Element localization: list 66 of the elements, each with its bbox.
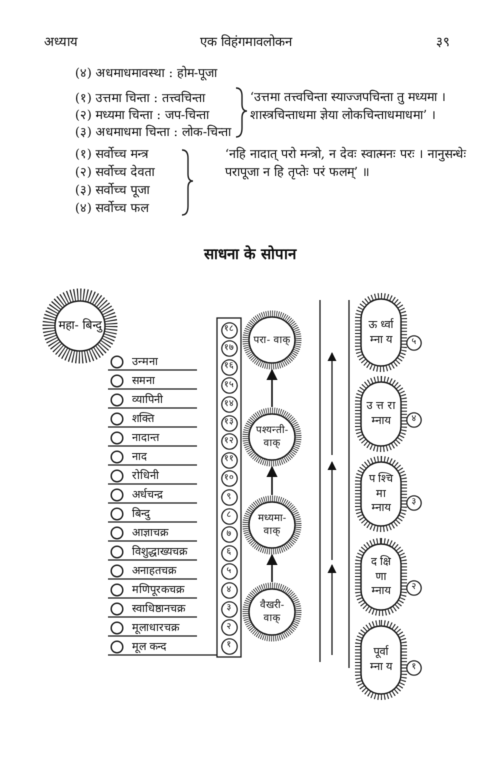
radiant-circle: मध्यमा- वाक् [242,495,302,555]
text-line: (४) सर्वोच्च फल [75,199,149,216]
number-circle: ७ [220,526,238,544]
arrow [266,368,278,407]
list-label: रोधिनी [132,468,159,484]
list-label: मूलाधारचक्र [132,620,179,636]
number-circle: ९ [220,488,238,506]
list-label: अनाहतचक्र [132,563,176,578]
list-label: मणिपूरकचक्र [132,582,184,598]
number-circle: १० [220,470,238,488]
list-label: व्यापिनी [132,392,163,408]
number-circle: ५ [406,335,422,351]
heading: साधना के सोपान [202,244,298,263]
arrow [266,466,278,495]
list-label: उन्मना [132,354,158,370]
radiant-circle: वैखरी- वाक् [242,582,302,642]
number-circle: १६ [220,358,238,376]
number-circle: २ [406,580,422,596]
arrow [266,554,278,582]
list-label: आज्ञाचक्र [132,525,168,540]
text-line: (३) सर्वोच्च पूजा [75,181,150,198]
number-circle: १ [406,660,422,676]
running-header: एक विहंगमावलोकन [200,34,292,52]
verse: ‘नहि नादात् परो मन्त्रो, न देवः स्वात्मनः परः । नानुसन्धेः परापूजा न हि तृप्तेः परं फलम्’ ॥ [225,145,468,180]
running-header: अध्याय [44,34,78,52]
number-circle: १५ [220,377,238,394]
radiant-capsule: ऊ र्ध्वा म्ना य [355,293,407,372]
number-circle: १४ [220,396,238,413]
text-line: (२) सर्वोच्च देवता [75,163,155,180]
list-label: बिन्दु [132,506,150,522]
list-label: नाद [132,449,147,464]
number-circle: १३ [220,414,238,432]
number-circle: १७ [220,340,238,358]
radiant-circle: महा- बिन्दु [42,288,118,364]
number-circle: २ [220,619,238,636]
number-circle: ४ [406,412,422,428]
verse: ‘उत्तमा तत्त्वचिन्ता स्याज्जपचिन्ता तु मध्यमा । शास्त्रचिन्ताधमा ज्ञेया लोकचिन्ताधमाधमा’ । [250,88,447,123]
list-label: अर्धचन्द्र [132,487,163,502]
number-circle: ८ [220,508,238,524]
list-label: नादान्त [132,430,159,446]
number-circle: १८ [220,322,238,338]
radiant-capsule: उ त्त रा म्नाय [355,376,407,452]
number-circle: ३ [220,600,238,618]
radiant-circle: पश्यन्ती- वाक् [242,407,302,467]
radiant-circle: परा- वाक् [242,310,302,370]
list-label: स्वाधिष्ठानचक्र [132,601,185,616]
text-line: (१) सर्वोच्च मन्त्र [75,145,149,162]
text-line: (१) उत्तमा चिन्ता : तत्त्वचिन्ता [75,89,205,106]
number-circle: ६ [220,544,238,562]
number-circle: १२ [220,433,238,450]
text-line: (३) अधमाधमा चिन्ता : लोक-चिन्ता [75,123,232,140]
list-label: विशुद्धाख्यचक्र [132,544,187,560]
number-circle: ११ [220,452,238,469]
list-label: मूल कन्द [132,639,166,654]
number-circle: ४ [220,582,238,599]
number-circle: ५ [220,563,238,580]
text-line: (२) मध्यमा चिन्ता : जप-चिन्ता [75,106,210,124]
text-line: (४) अधमाधमावस्था : होम-पूजा [75,64,218,82]
number-circle: १ [220,638,238,655]
number-circle: ३ [406,495,422,511]
radiant-capsule: पूर्वा म्ना य [355,620,407,700]
page-number: ३९ [436,34,450,52]
radiant-capsule: द क्षि णा म्नाय [355,538,407,616]
radiant-capsule: प श्चि मा म्नाय [355,456,407,532]
list-label: समना [132,373,155,388]
list-label: शक्ति [132,411,154,426]
